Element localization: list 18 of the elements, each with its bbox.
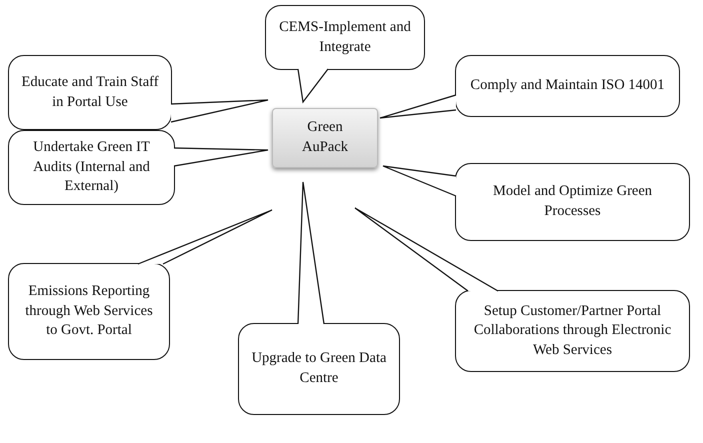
speech-bubble — [455, 290, 690, 372]
speech-bubble — [8, 130, 175, 205]
bubble-text: Setup Customer/Partner Portal Collaborations through Electronic Web Services — [472, 302, 672, 360]
center-box — [272, 108, 378, 168]
bubble-text: Comply and Maintain ISO 14001 — [470, 76, 665, 96]
center-label: Green AuPack — [301, 118, 349, 157]
speech-bubble — [8, 55, 172, 130]
speech-bubble — [8, 263, 170, 360]
bubble-text: Upgrade to Green Data Centre — [251, 349, 387, 388]
speech-bubble — [455, 163, 690, 241]
bubble-text: Educate and Train Staff in Portal Use — [21, 72, 159, 112]
speech-bubble — [455, 55, 680, 117]
speech-bubble — [238, 323, 400, 415]
bubble-text: CEMS-Implement and Integrate — [278, 18, 412, 56]
speech-bubble — [265, 5, 425, 70]
bubble-text: Undertake Green IT Audits (Internal and External) — [32, 138, 151, 196]
bubble-text: Model and Optimize Green Processes — [492, 182, 654, 221]
bubble-text: Emissions Reporting through Web Services to Govt. Portal — [24, 282, 154, 340]
